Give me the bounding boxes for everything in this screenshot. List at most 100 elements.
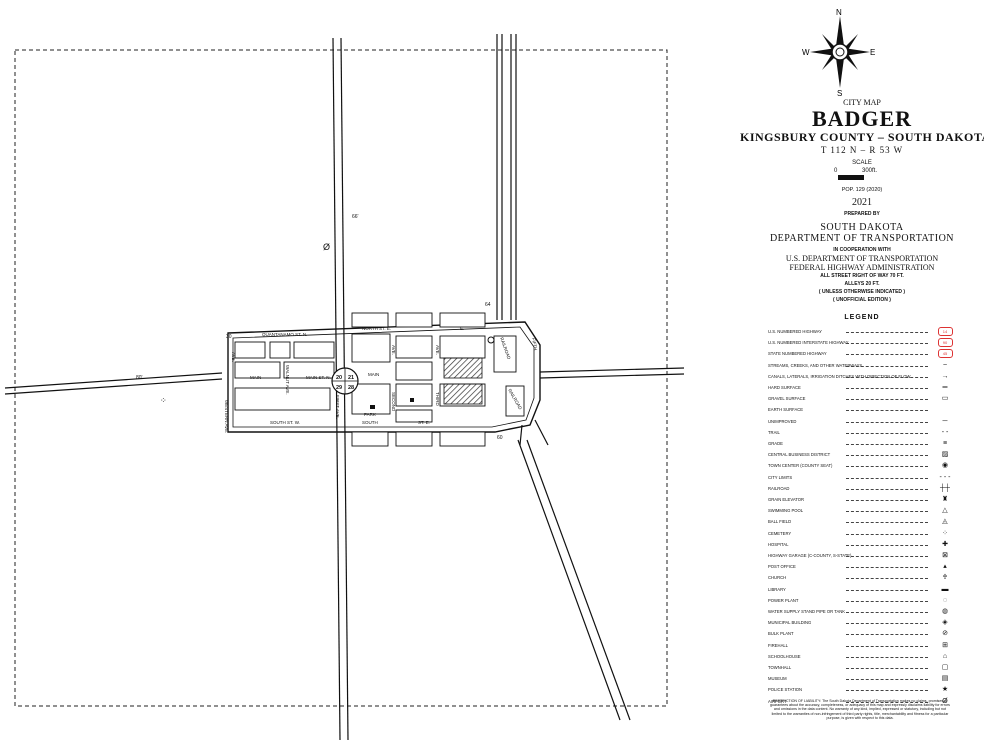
legend-symbol-icon: ♰ [934,573,956,583]
label-first-ave: FIRST AVE. [335,395,340,419]
legend-item-label: CENTRAL BUSINESS DISTRICT [768,452,831,458]
legend-symbol-icon: ◉ [934,461,956,471]
label-quantanamo-st: QUANTANAMO ST. N. [262,332,307,337]
legend-item-label: CHURCH [768,575,787,581]
compass-rose: N S W E [802,8,875,96]
legend-symbol-text: ♰ [942,574,948,582]
legend-item: TOWNHALL▢ [768,663,964,673]
legend-leader-line [846,421,928,423]
section-numbers: 20 21 29 28 [336,375,354,391]
legend-item: UNIMPROVED ─ [768,417,964,427]
legend-symbol-text: ⊘ [942,630,948,638]
legend-leader-line [846,477,928,479]
legend-symbol-icon: 90 [934,338,956,348]
legend-leader-line [846,567,928,569]
town-outline [227,321,541,433]
edition-note: ( UNOFFICIAL EDITION ) [833,297,891,303]
legend-symbol-icon: 14 [934,327,956,337]
legend-item: POWER PLANT ◌ [768,596,964,606]
legend-item: GRADE ≡ [768,439,964,449]
legend-item-label: GRADE [768,441,783,446]
legend-item-label: GRAVEL SURFACE [768,396,806,402]
fhwa-line: FEDERAL HIGHWAY ADMINISTRATION [789,263,935,272]
legend-symbol-icon: → [934,372,956,382]
east-highway-north [496,34,517,320]
legend-symbol-text: ≡ [942,440,948,447]
width-30: 30 [226,334,232,340]
legend-symbol-text: ♜ [941,496,949,503]
legend-item-label: EARTH SURFACE [768,407,804,413]
legend-leader-line [846,668,928,669]
legend-symbol-icon: ✚ [934,540,956,550]
legend-symbol-text: ⌂ [942,652,948,660]
unless-note: ( UNLESS OTHERWISE INDICATED ) [818,289,906,295]
cemetery-icon: ⁘ [160,396,167,405]
legend-leader-line [846,679,928,681]
legend-item-label: WATER SUPPLY STAND PIPE OR TANK [768,609,846,614]
legend-item-label: RAILROAD [768,485,790,491]
legend-item-label: POWER PLANT [768,597,799,603]
legend-symbol-icon: ▴ [934,562,956,572]
legend-symbol-text: 45 [937,349,953,359]
legend-symbol-icon: ⁘ [934,529,956,539]
legend-symbol-text: ◌ [942,596,948,604]
legend-symbol-text: - - - [939,473,951,481]
legend-item-label: CITY LIMITS [768,474,793,480]
legend-leader-line [846,556,928,557]
legend-symbol-text: - - [941,428,949,436]
legend-symbol-text: → [941,372,949,380]
legend-leader-line [846,432,928,434]
legend-symbol-text: ◉ [941,462,949,470]
legend-item-label: SCHOOLHOUSE [768,653,801,659]
legend-item: MUNICIPAL BUILDING ◈ [768,618,964,628]
label-second-ave: SECOND [391,392,396,412]
legend-symbol-text: ◍ [941,608,949,615]
legend-symbol-icon: ♜ [934,495,956,505]
legend-leader-line [846,511,928,513]
legend-symbol-icon: ─ [934,417,956,427]
label-avenue-1: AVE. [391,345,396,355]
compass-n: N [836,8,842,17]
map-symbols [370,336,495,409]
legend-symbol-icon: ⌂ [934,652,956,662]
legend-item: HARD SURFACE═ [768,383,964,393]
legend-symbol-icon: - - [934,428,956,438]
legend-item-label: UNIMPROVED [768,418,797,424]
legend-leader-line [846,578,928,580]
width-60: 60 [497,435,503,441]
legend-leader-line [846,690,928,692]
legend-item: HOSPITAL✚ [768,540,964,550]
legend-symbol-icon: ▢ [934,663,956,673]
legend-item: TOWN CENTER (COUNTY SEAT)◉ [768,461,964,471]
legend-item-label: BALL FIELD [768,519,792,525]
section-29: 29 [336,385,342,391]
legend-symbol-icon: ⊞ [934,641,956,651]
legend-symbol-icon: ◈ [934,618,956,628]
legend-heading: LEGEND [844,314,880,321]
legend-symbol-icon: ▬ [934,585,956,595]
diagonal-highway [517,419,631,721]
legend-leader-line [846,645,928,647]
legend-symbol-icon: ⊘ [934,629,956,639]
legend-item-label: MUNICIPAL BUILDING [768,620,812,626]
label-south-st-e: ST. E. [418,420,430,425]
legend-leader-line [846,455,928,457]
legend-item-label: CEMETERY [768,530,792,536]
legend-item: SWIMMING POOL△ [768,506,964,516]
legend-item: POST OFFICE▴ [768,562,964,572]
legend-item: POLICE STATION★ [768,685,964,695]
section-28: 28 [348,385,354,391]
legend-item-label: STREAMS, CREEKS, AND OTHER WATERWAYS [768,362,863,368]
section-20: 20 [336,375,342,381]
label-e: E. [460,326,464,331]
legend-symbol-text: ▭ [941,395,949,403]
row-note: ALL STREET RIGHT OF WAY 70 FT. [820,273,904,279]
legend-item-label: U.S. NUMBERED HIGHWAY [768,329,822,334]
legend-item: CITY LIMITS - - - [768,473,964,483]
legend-item: STREAMS, CREEKS, AND OTHER WATERWAYS~ [768,361,964,371]
business-district-south [443,383,483,405]
legend-symbol-icon: ▨ [934,450,956,460]
legend-symbol-text: ⊠ [942,552,948,559]
